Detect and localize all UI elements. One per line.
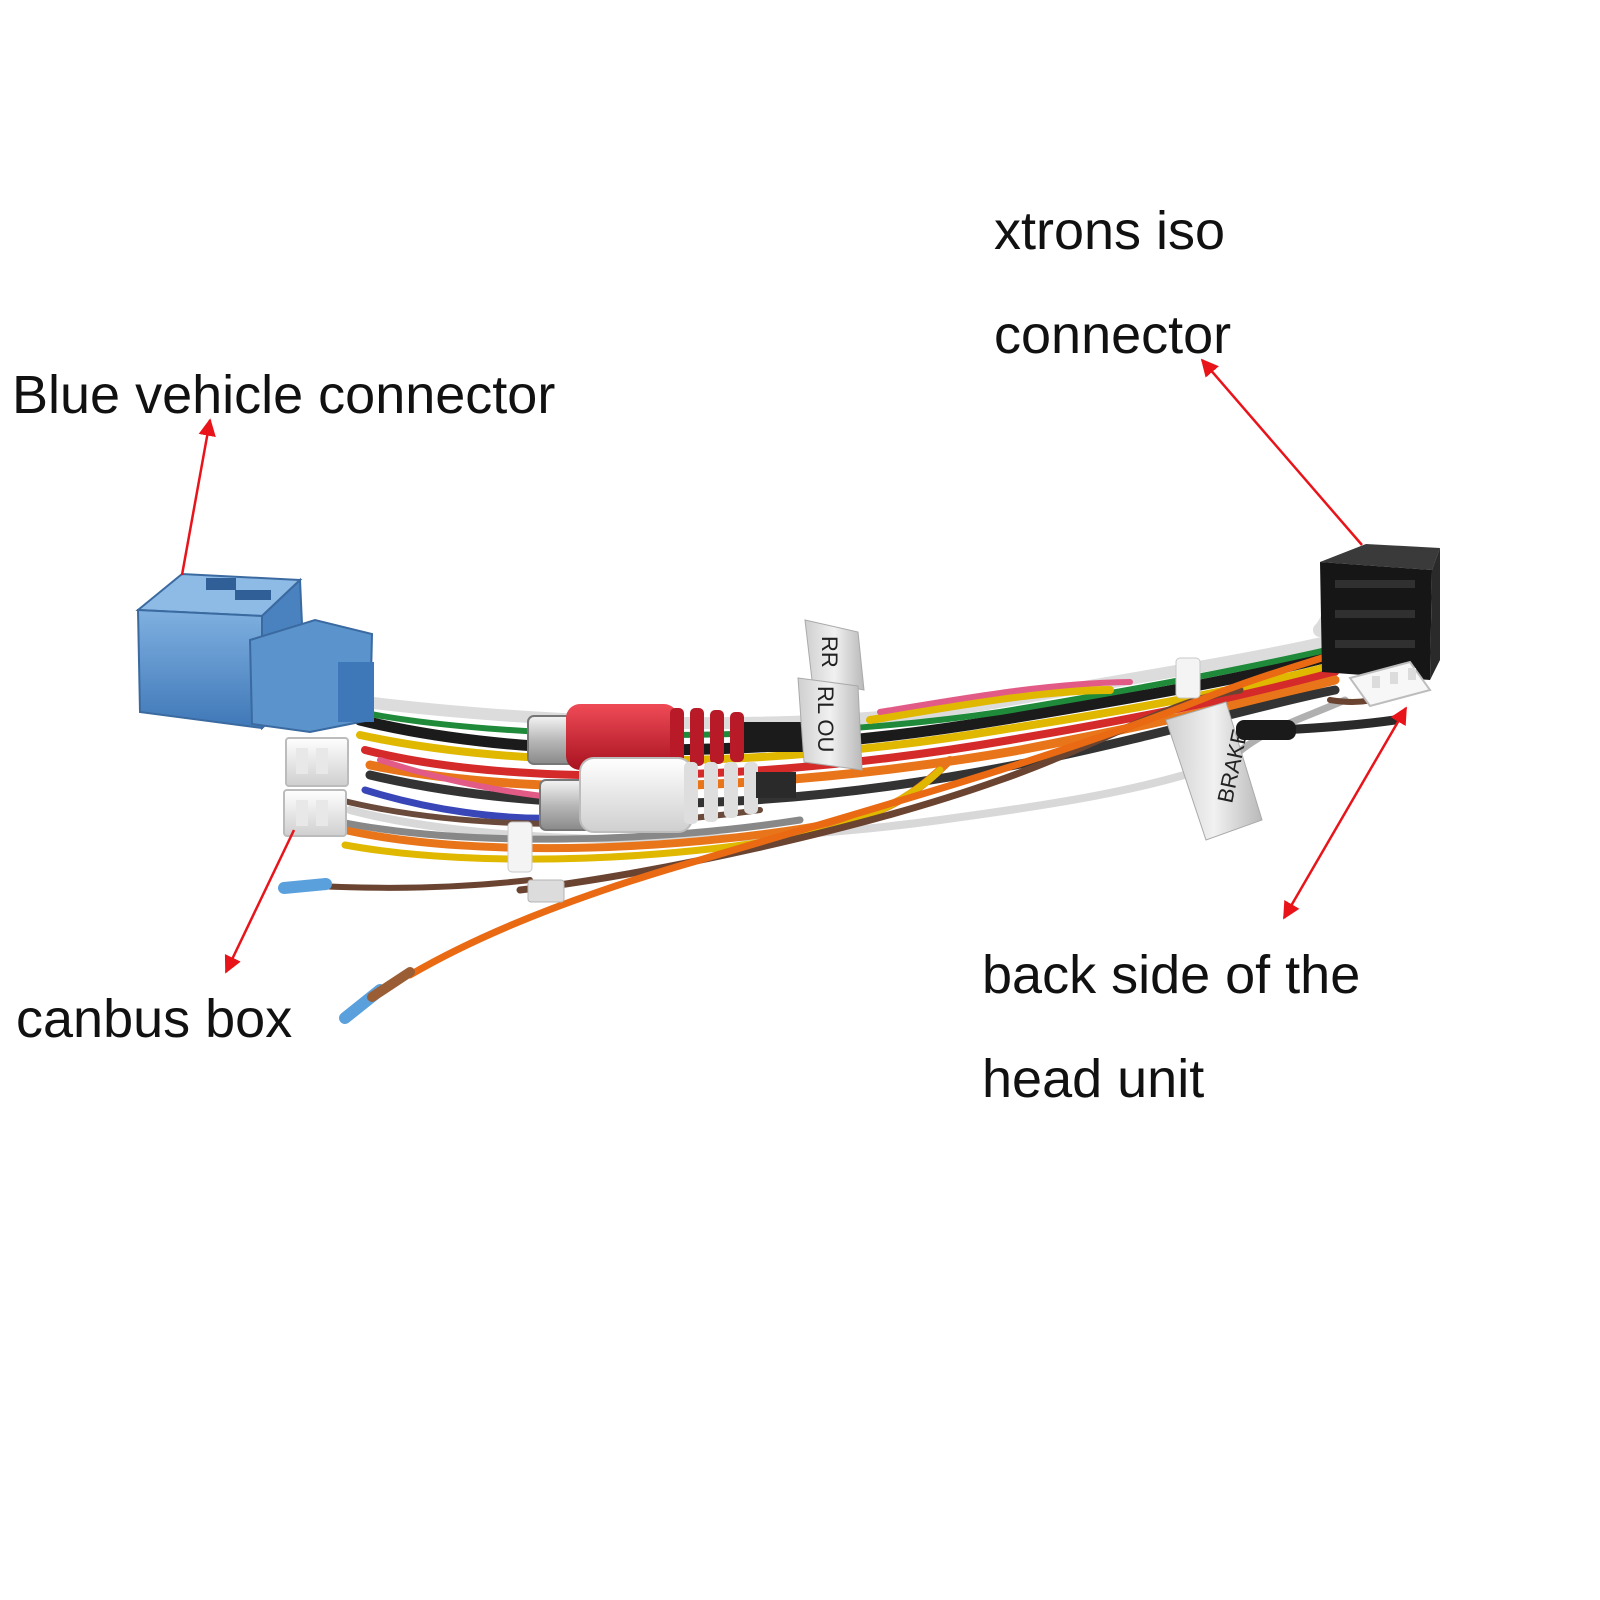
head-unit-back-connector bbox=[1348, 660, 1432, 708]
arrow-iso-connector bbox=[1200, 358, 1363, 546]
blue-vehicle-connector-label: Blue vehicle connector bbox=[12, 365, 556, 425]
blue-vehicle-connector bbox=[135, 572, 374, 734]
iso-connector-label-line2: connector bbox=[994, 305, 1232, 365]
arrow-head-unit bbox=[1282, 706, 1408, 920]
tape-label-rl: RL OU bbox=[797, 677, 863, 771]
inline-fuse bbox=[1236, 720, 1296, 740]
head-unit-back-label-line2: head unit bbox=[982, 1049, 1205, 1109]
iso-connector bbox=[1320, 544, 1440, 680]
cable-ties bbox=[507, 657, 1201, 903]
annotation-arrows bbox=[180, 358, 1408, 974]
rca-plug-red bbox=[527, 704, 804, 770]
rca-plug-white bbox=[539, 757, 796, 833]
iso-connector-label-line1: xtrons iso bbox=[994, 201, 1226, 261]
tape-label-rl-text: RL OU bbox=[813, 686, 838, 752]
tape-label-rr: RR bbox=[804, 619, 865, 691]
head-unit-back-label-line1: back side of the bbox=[982, 945, 1361, 1005]
tape-label-rr-text: RR bbox=[817, 636, 842, 668]
wire-ends bbox=[278, 878, 415, 1024]
canbus-box-label: canbus box bbox=[16, 989, 293, 1049]
canbus-connector bbox=[283, 737, 349, 837]
arrow-blue-connector bbox=[180, 418, 216, 576]
arrow-canbus-box bbox=[224, 829, 296, 974]
